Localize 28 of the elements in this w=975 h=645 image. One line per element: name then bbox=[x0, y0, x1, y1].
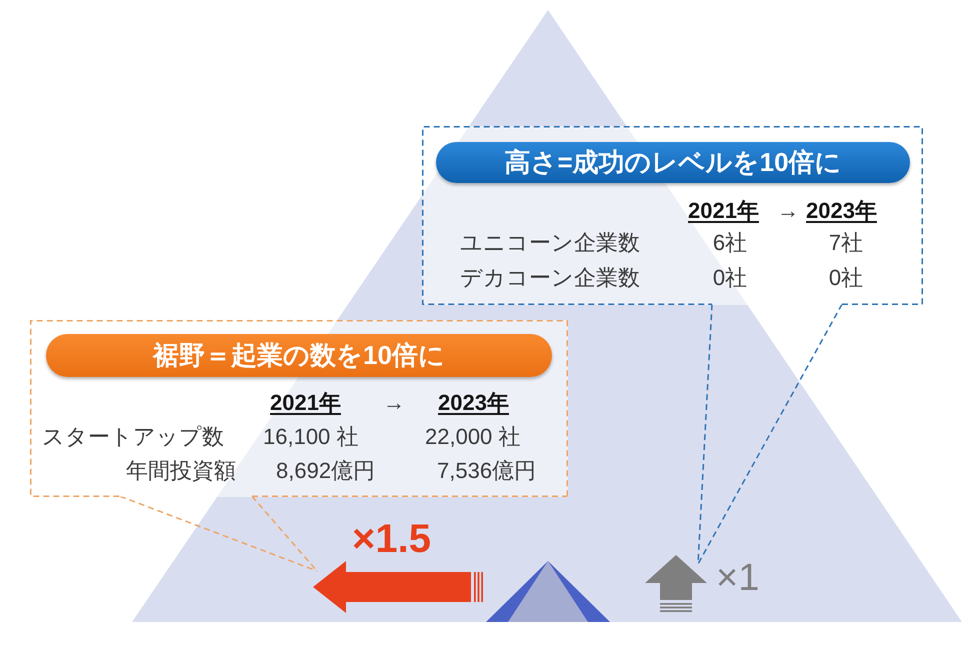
table-value: 8,692億円 bbox=[276, 458, 376, 484]
callout-tail bbox=[119, 496, 318, 572]
column-heading: 2023年 bbox=[806, 198, 877, 224]
table-value: 16,100 社 bbox=[263, 424, 358, 450]
heading-banner: 高さ=成功のレベルを10倍に bbox=[436, 142, 910, 183]
left-arrow-icon bbox=[313, 561, 483, 613]
column-heading: 2021年 bbox=[688, 198, 759, 224]
table-value: 7,536億円 bbox=[437, 458, 536, 484]
table-value: 0社 bbox=[712, 265, 748, 291]
row-label: デカコーン企業数 bbox=[460, 265, 640, 291]
column-heading: 2023年 bbox=[438, 390, 509, 416]
row-label: ユニコーン企業数 bbox=[460, 230, 640, 256]
heading-banner: 裾野＝起業の数を10倍に bbox=[46, 334, 552, 377]
up-arrow-icon bbox=[645, 555, 707, 613]
multiplier-label: ×1.5 bbox=[352, 517, 431, 561]
arrow-glyph: → bbox=[777, 198, 799, 224]
table-value: 6社 bbox=[712, 230, 748, 256]
multiplier-label: ×1 bbox=[716, 558, 760, 600]
callout-box bbox=[422, 126, 923, 305]
column-heading: 2021年 bbox=[270, 390, 341, 416]
callout-box bbox=[30, 320, 568, 497]
table-value: 22,000 社 bbox=[425, 424, 520, 450]
arrow-glyph: → bbox=[383, 390, 405, 416]
table-value: 0社 bbox=[828, 265, 864, 291]
table-value: 7社 bbox=[828, 230, 864, 256]
row-label: 年間投資額 bbox=[126, 458, 236, 484]
row-label: スタートアップ数 bbox=[42, 424, 224, 450]
callout-tail bbox=[697, 304, 843, 565]
